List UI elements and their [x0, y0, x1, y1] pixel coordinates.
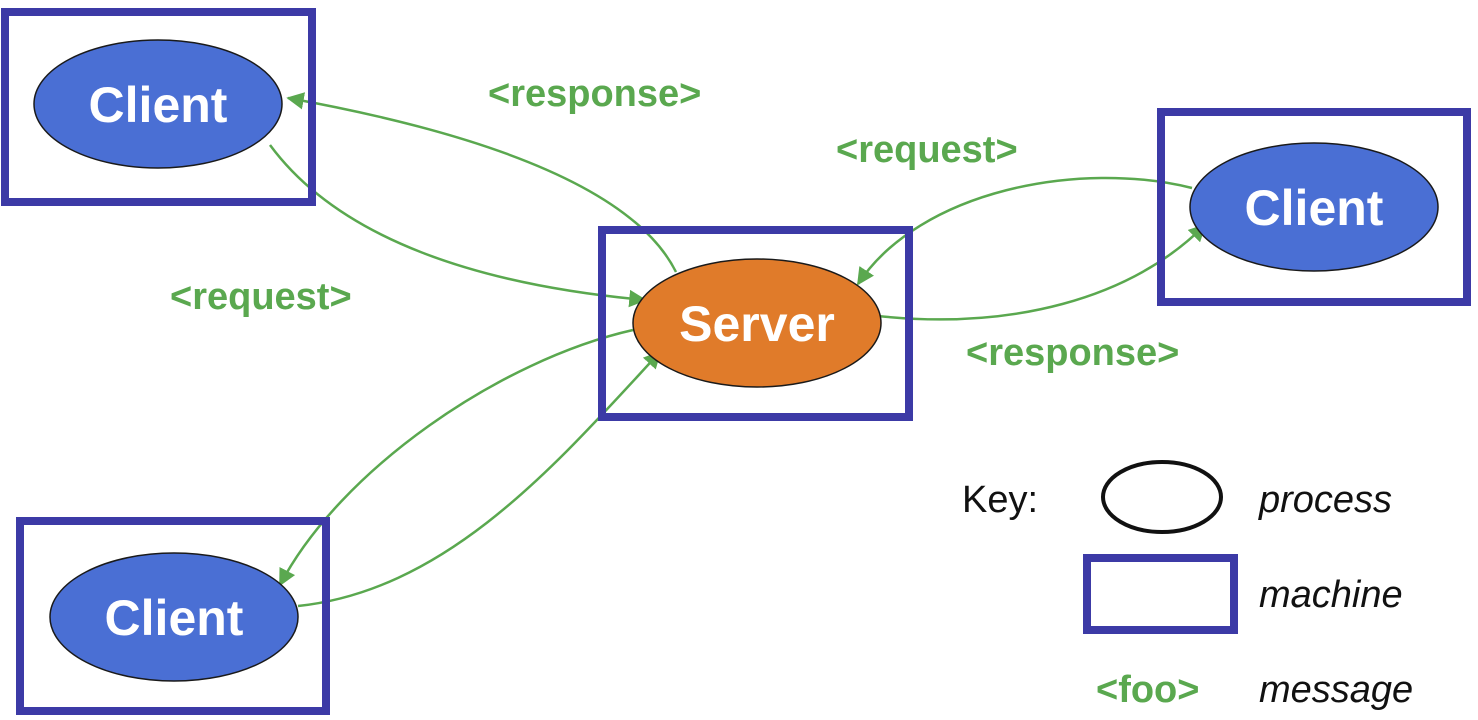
edges — [268, 92, 1207, 608]
machine-server: Server — [598, 226, 913, 421]
legend: Key: process machine <foo> message — [962, 460, 1413, 711]
edge-client-right-to-server — [856, 176, 1193, 286]
legend-machine-shape — [1083, 554, 1238, 634]
message-response-top: <response> — [488, 73, 701, 115]
edge-server-to-client-bottom-left — [278, 328, 634, 587]
message-labels: <response> <request> <request> <response… — [170, 73, 1179, 374]
server-label: Server — [679, 296, 835, 352]
edge-server-to-client-right — [877, 223, 1207, 321]
machine-box — [598, 226, 913, 421]
machine-top-left: Client — [1, 8, 316, 206]
legend-message-sample: <foo> — [1096, 669, 1199, 711]
machine-box — [1, 8, 316, 206]
machine-bottom-left: Client — [16, 517, 330, 715]
machine-right: Client — [1157, 108, 1471, 306]
edge-client-bottom-left-to-server — [297, 350, 662, 608]
legend-message-label: message — [1259, 669, 1413, 711]
client-process — [1189, 142, 1439, 272]
machine-box — [16, 517, 330, 715]
message-response-right: <response> — [966, 332, 1179, 374]
machine-box — [1157, 108, 1471, 306]
message-request-right: <request> — [836, 129, 1018, 171]
server-process — [632, 258, 882, 388]
legend-process-label: process — [1258, 479, 1392, 521]
client-process — [49, 552, 299, 682]
client-label: Client — [89, 77, 228, 133]
edge-client-top-left-to-server — [268, 144, 647, 308]
legend-process-shape — [1101, 460, 1223, 534]
edge-server-to-client-top-left — [286, 92, 678, 273]
legend-machine-label: machine — [1259, 574, 1403, 616]
client-label: Client — [1245, 180, 1384, 236]
message-request-left: <request> — [170, 276, 352, 318]
client-label: Client — [105, 590, 244, 646]
client-process — [33, 39, 283, 169]
legend-title: Key: — [962, 479, 1038, 521]
